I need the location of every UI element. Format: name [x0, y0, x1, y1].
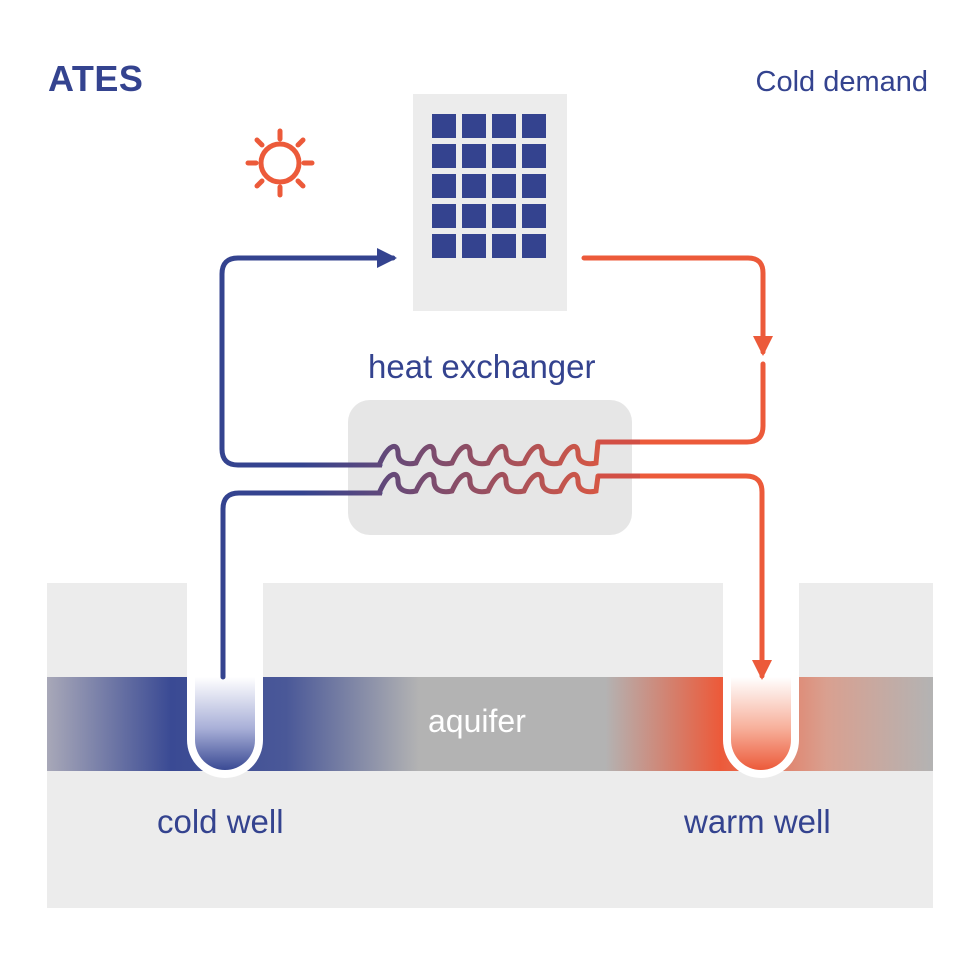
building-window — [492, 144, 516, 168]
building-window — [492, 234, 516, 258]
building-window — [432, 114, 456, 138]
pipe-cold-well — [220, 490, 383, 680]
building-window — [522, 234, 546, 258]
sun-icon — [245, 128, 315, 198]
cold-well-label: cold well — [157, 803, 284, 840]
diagram-title: ATES — [48, 58, 144, 99]
building-window — [522, 144, 546, 168]
building-icon — [413, 94, 567, 311]
heat-exchanger-box — [348, 400, 632, 535]
pipe-building-return — [581, 255, 773, 356]
building-window — [432, 204, 456, 228]
building-window — [462, 144, 486, 168]
pipe-building-supply — [219, 248, 397, 468]
mode-label: Cold demand — [755, 66, 929, 98]
building-window — [462, 114, 486, 138]
building-window — [432, 144, 456, 168]
building-window — [462, 174, 486, 198]
pipe-warm-well — [597, 473, 772, 680]
pipe-building-return-lower — [597, 361, 766, 445]
exchanger-coil-upper — [377, 439, 601, 467]
building-window — [432, 234, 456, 258]
warm-well-label: warm well — [684, 803, 831, 840]
heat-exchanger-label: heat exchanger — [368, 348, 596, 385]
building-window — [492, 114, 516, 138]
building-window — [492, 204, 516, 228]
building-window — [462, 234, 486, 258]
building-window — [492, 174, 516, 198]
building-window — [522, 174, 546, 198]
building-window — [522, 114, 546, 138]
exchanger-coil-lower — [377, 472, 601, 495]
building-window — [432, 174, 456, 198]
building-window — [522, 204, 546, 228]
aquifer-label: aquifer — [428, 703, 526, 739]
building-window — [462, 204, 486, 228]
